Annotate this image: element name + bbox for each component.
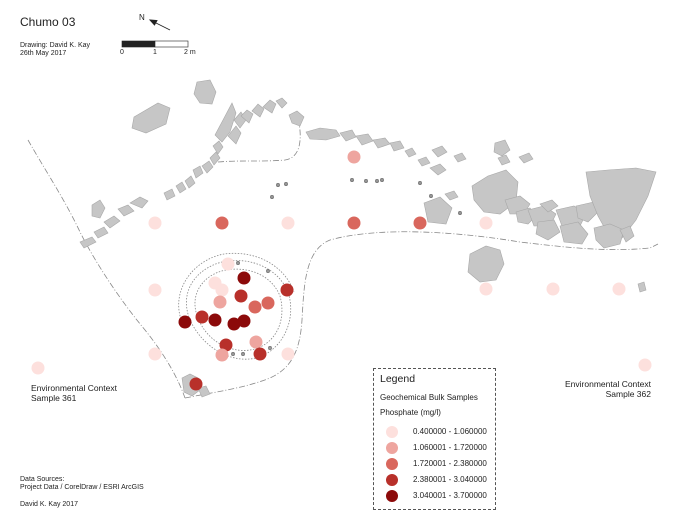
sample-point [215, 283, 229, 297]
data-sources-heading: Data Sources: [20, 476, 65, 483]
legend-box: Legend Geochemical Bulk Samples Phosphat… [373, 368, 496, 510]
env-context-left-line1: Environmental Context [31, 383, 117, 393]
scale-label-1: 1 [153, 49, 157, 56]
boundary-lines [27, 117, 659, 399]
map-title: Chumo 03 [20, 15, 76, 29]
sample-point [189, 377, 203, 391]
legend-swatch-1 [386, 426, 398, 438]
legend-row-5: 3.040001 - 3.700000 [380, 489, 492, 503]
sample-point [281, 347, 295, 361]
drawing-credit-line: Drawing: David K. Kay [20, 42, 91, 49]
legend-title: Legend [380, 373, 416, 385]
legend-field: Phosphate (mg/l) [380, 408, 441, 417]
sample-point [280, 283, 294, 297]
sample-point [638, 358, 652, 372]
scale-bar [121, 40, 189, 48]
sample-point [148, 347, 162, 361]
env-context-left: Environmental Context Sample 361 [31, 383, 117, 403]
sample-point [281, 216, 295, 230]
stone-features [79, 79, 657, 398]
sample-point [31, 361, 45, 375]
sample-point [237, 314, 251, 328]
legend-subtitle: Geochemical Bulk Samples [380, 393, 478, 402]
sample-point [148, 283, 162, 297]
legend-label-5: 3.040001 - 3.700000 [413, 491, 487, 500]
sample-point [234, 289, 248, 303]
sample-point [479, 282, 493, 296]
legend-label-3: 1.720001 - 2.380000 [413, 459, 487, 468]
sample-point [208, 313, 222, 327]
north-arrow-icon [148, 19, 171, 31]
sample-points [31, 150, 652, 391]
sample-point [227, 317, 241, 331]
legend-label-4: 2.380001 - 3.040000 [413, 475, 487, 484]
legend-swatch-5 [386, 490, 398, 502]
sample-point [413, 216, 427, 230]
drawing-credit: Drawing: David K. Kay 26th May 2017 [20, 42, 90, 58]
legend-row-1: 0.400000 - 1.060000 [380, 425, 492, 439]
sample-point [347, 150, 361, 164]
env-context-right-line1: Environmental Context [565, 379, 651, 389]
sample-point [253, 347, 267, 361]
sample-point [347, 216, 361, 230]
sample-point [148, 216, 162, 230]
sample-point [178, 315, 192, 329]
legend-row-3: 1.720001 - 2.380000 [380, 457, 492, 471]
scale-label-2: 2 m [184, 49, 196, 56]
sample-point [237, 271, 251, 285]
sample-point [215, 348, 229, 362]
legend-row-4: 2.380001 - 3.040000 [380, 473, 492, 487]
ring-markers [231, 178, 462, 356]
sample-point [248, 300, 262, 314]
sample-point [219, 338, 233, 352]
sample-point [221, 257, 235, 271]
legend-row-2: 1.060001 - 1.720000 [380, 441, 492, 455]
legend-swatch-2 [386, 442, 398, 454]
north-label: N [139, 13, 145, 22]
enclosure-outline [178, 252, 295, 360]
env-context-right-line2: Sample 362 [605, 389, 651, 399]
legend-swatch-3 [386, 458, 398, 470]
sample-point [479, 216, 493, 230]
drawing-date-line: 26th May 2017 [20, 50, 67, 57]
sample-point [546, 282, 560, 296]
sample-point [261, 296, 275, 310]
sample-point [215, 216, 229, 230]
env-context-right: Environmental Context Sample 362 [565, 379, 651, 399]
legend-label-1: 0.400000 - 1.060000 [413, 427, 487, 436]
data-sources: Data Sources: Project Data / CorelDraw /… [20, 476, 144, 492]
legend-swatch-4 [386, 474, 398, 486]
sample-point [213, 295, 227, 309]
data-sources-list: Project Data / CorelDraw / ESRI ArcGIS [20, 484, 144, 491]
sample-point [612, 282, 626, 296]
env-context-left-line2: Sample 361 [31, 393, 77, 403]
legend-label-2: 1.060001 - 1.720000 [413, 443, 487, 452]
scale-label-0: 0 [120, 49, 124, 56]
sample-point [249, 335, 263, 349]
sample-point [195, 310, 209, 324]
footer-credit: David K. Kay 2017 [20, 501, 78, 508]
